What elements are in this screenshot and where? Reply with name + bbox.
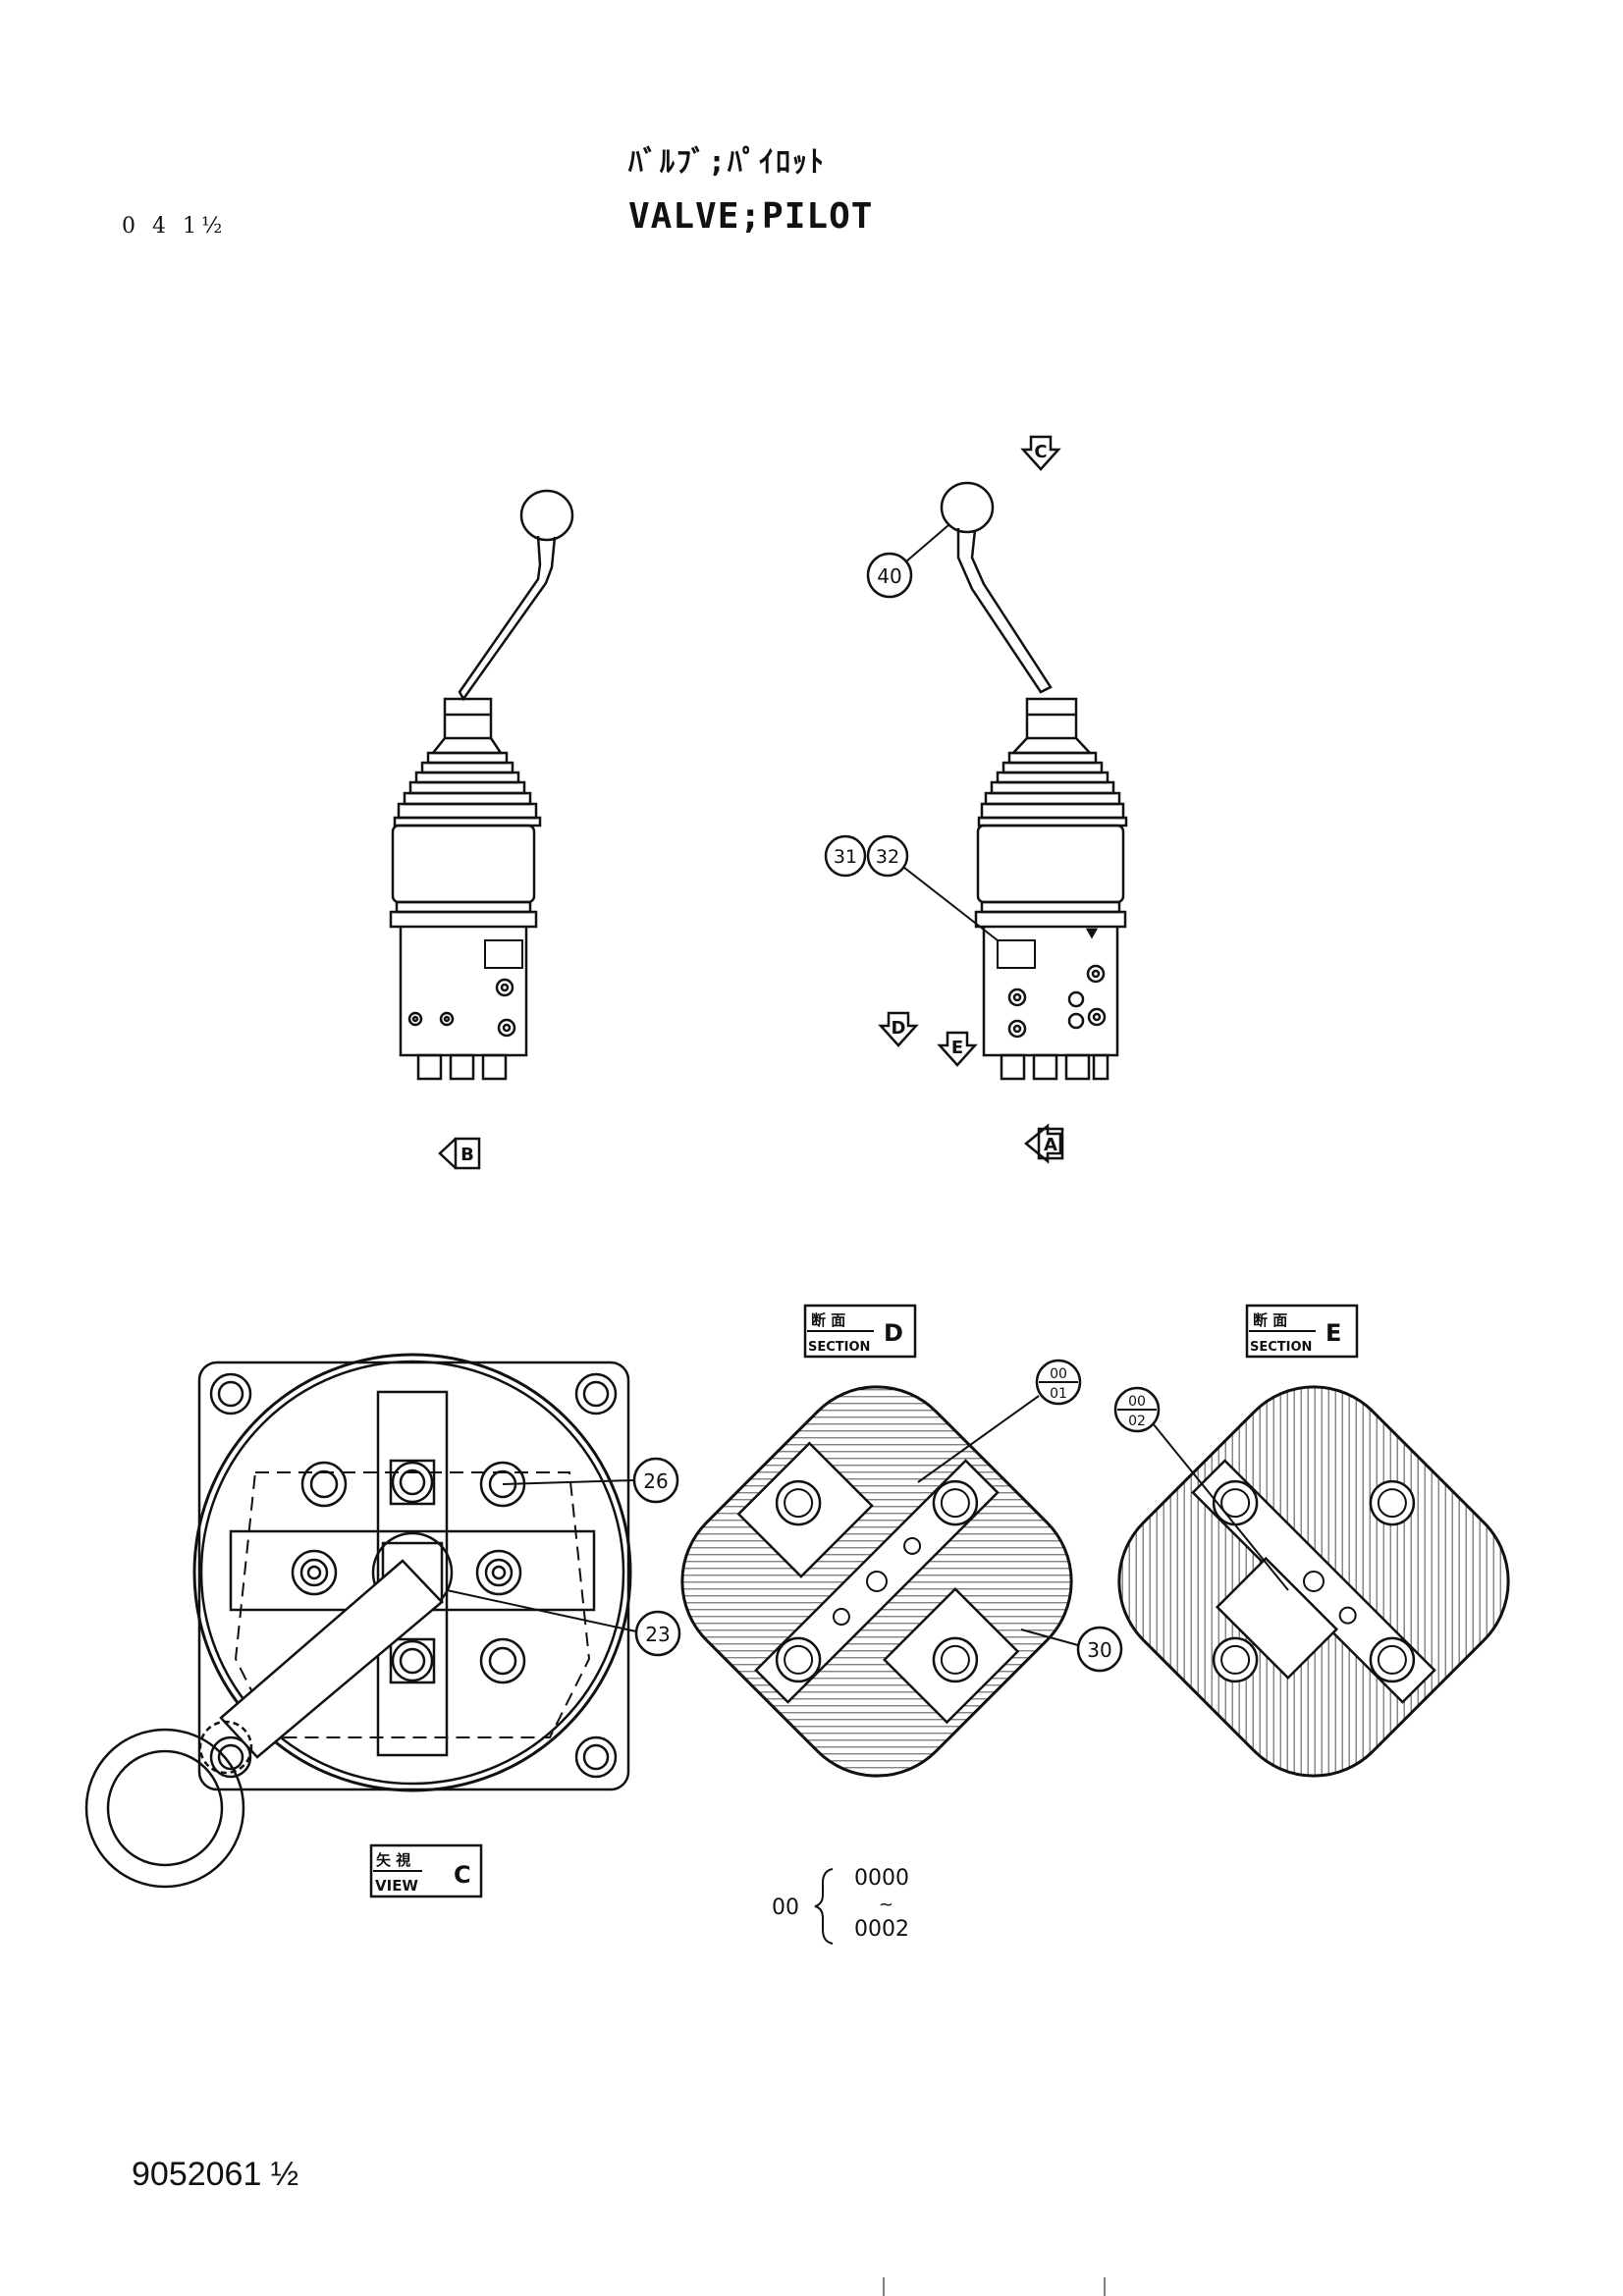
view-arrow-d-letter: D (892, 1018, 906, 1039)
svg-text:30: 30 (1087, 1638, 1111, 1662)
svg-text:00: 00 (772, 1896, 799, 1920)
svg-text:32: 32 (876, 846, 899, 868)
svg-text:SECTION: SECTION (1250, 1340, 1312, 1355)
svg-text:02: 02 (1128, 1414, 1146, 1429)
svg-text:31: 31 (834, 846, 857, 868)
view-c-top-view (84, 1353, 632, 1889)
view-arrow-a-letter: A (1044, 1135, 1057, 1155)
view-arrow-e-letter: E (951, 1038, 963, 1058)
view-arrow-e: E (937, 1031, 978, 1067)
serial-range-note: 00 0000 ~ 0002 (772, 1866, 909, 1945)
view-arrow-b-letter: B (460, 1145, 474, 1165)
view-arrow-a: A (1024, 1123, 1064, 1164)
callout-32: 32 (866, 834, 999, 941)
callout-00-02: 00 02 (1113, 1386, 1289, 1591)
svg-text:C: C (454, 1861, 471, 1889)
svg-text:矢 視: 矢 視 (376, 1851, 410, 1869)
title-english: VALVE;PILOT (628, 196, 874, 237)
svg-text:0000: 0000 (854, 1866, 909, 1891)
joystick-side-view-left (389, 489, 574, 1081)
svg-text:40: 40 (877, 564, 901, 588)
svg-text:VIEW: VIEW (375, 1877, 418, 1895)
svg-text:D: D (884, 1319, 903, 1347)
svg-text:00: 00 (1128, 1394, 1146, 1410)
callout-23: 23 (446, 1589, 681, 1657)
svg-text:23: 23 (645, 1623, 670, 1646)
svg-text:0002: 0002 (854, 1917, 909, 1942)
joystick-side-view-right (940, 481, 1128, 1081)
view-c-label: 矢 視 VIEW C (369, 1843, 483, 1898)
callout-40: 40 (866, 524, 949, 599)
svg-text:SECTION: SECTION (808, 1340, 870, 1355)
page-number: 0 4 1½ (122, 214, 228, 239)
svg-text:断 面: 断 面 (1253, 1311, 1287, 1329)
section-e-view (1117, 1385, 1510, 1778)
section-e-label: 断 面 SECTION E (1245, 1304, 1359, 1359)
callout-30: 30 (1020, 1626, 1123, 1673)
view-arrow-d: D (878, 1011, 919, 1047)
title-japanese: ﾊﾞﾙﾌﾞ;ﾊﾟｲﾛｯﾄ (628, 145, 827, 180)
svg-text:26: 26 (643, 1469, 668, 1493)
callout-26: 26 (502, 1457, 679, 1504)
callout-31: 31 (824, 834, 867, 878)
svg-text:00: 00 (1050, 1366, 1067, 1382)
svg-text:~: ~ (879, 1895, 893, 1915)
svg-text:断 面: 断 面 (811, 1311, 845, 1329)
scan-marks (883, 2277, 1106, 2296)
view-arrow-c: C (1020, 435, 1061, 471)
section-d-label: 断 面 SECTION D (803, 1304, 917, 1359)
callout-00-01: 00 01 (917, 1359, 1082, 1483)
svg-text:E: E (1325, 1319, 1341, 1347)
section-d-view (680, 1385, 1073, 1778)
svg-text:01: 01 (1050, 1386, 1067, 1402)
view-arrow-c-letter: C (1034, 442, 1047, 462)
drawing-number: 9052061 ½ (132, 2156, 299, 2193)
view-arrow-b: B (438, 1137, 481, 1170)
